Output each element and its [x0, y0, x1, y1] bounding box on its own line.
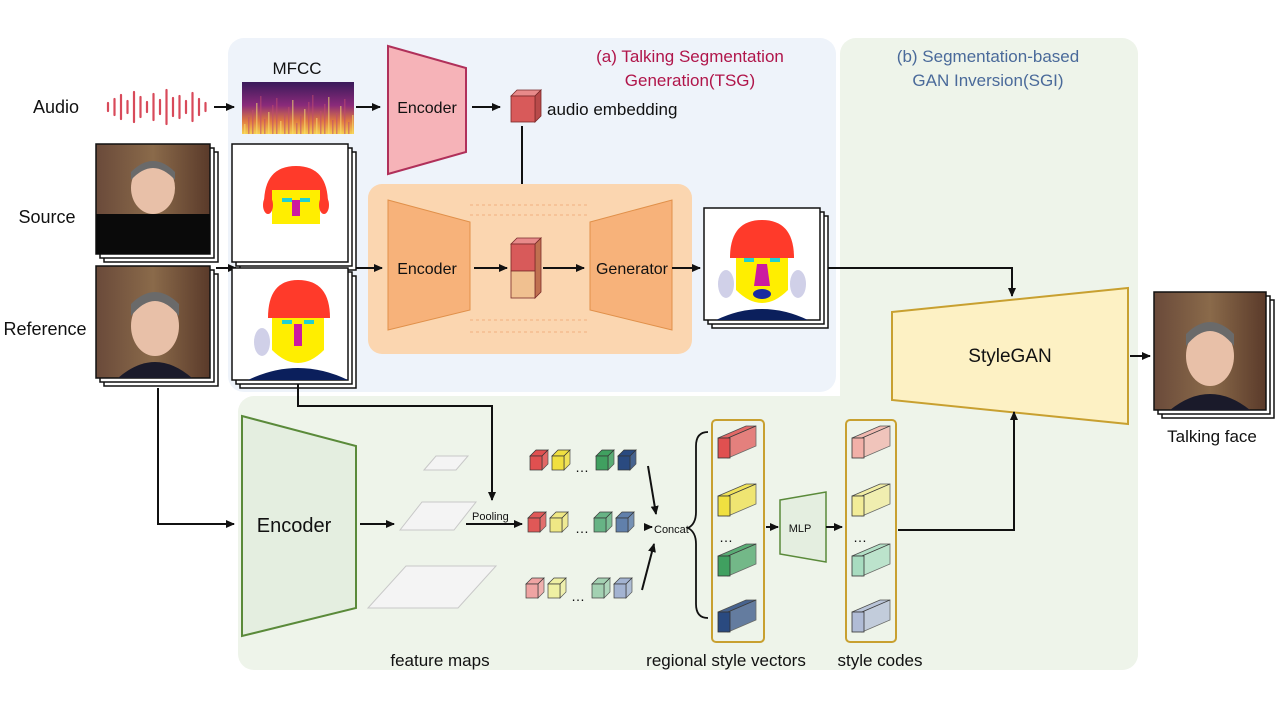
talking-face-label: Talking face — [1167, 427, 1257, 446]
regional-vector-row-3 — [525, 577, 633, 599]
regional-vector-row-2 — [527, 511, 635, 533]
reference-segmentation-stack — [231, 267, 357, 389]
audio-waveform-icon — [106, 88, 207, 126]
reference-label: Reference — [3, 319, 86, 339]
mlp-block — [779, 491, 827, 563]
generator-label: Generator — [596, 261, 669, 278]
tsg-dashed-lines — [470, 204, 590, 333]
dots-col-1: … — [719, 529, 733, 545]
audio-encoder-label: Encoder — [397, 100, 457, 117]
reference-photo-stack — [95, 265, 219, 387]
mfcc-label: MFCC — [272, 59, 321, 78]
dots-row-3: … — [571, 588, 585, 604]
regional-style-vectors-label: regional style vectors — [646, 651, 806, 670]
segmentation-encoder-label: Encoder — [397, 261, 457, 278]
arrow-codes-stylegan — [898, 411, 1018, 531]
style-codes-box — [845, 419, 897, 643]
sgi-title-line1: (b) Segmentation-based — [897, 47, 1079, 66]
audio-embedding-cube — [510, 89, 542, 123]
talking-face-stack — [1153, 291, 1275, 419]
source-segmentation-stack — [231, 143, 357, 271]
source-label: Source — [18, 207, 75, 227]
dots-row-1: … — [575, 459, 589, 475]
audio-encoder — [387, 44, 467, 176]
mlp-label: MLP — [789, 523, 812, 535]
stylegan-block — [891, 286, 1129, 426]
segmentation-encoder — [387, 199, 471, 331]
arrow-row3-concat — [641, 543, 656, 591]
mfcc-spectrogram — [242, 82, 354, 134]
style-codes-label: style codes — [837, 651, 922, 670]
audio-label: Audio — [33, 97, 79, 117]
feature-maps — [366, 455, 498, 609]
audio-embedding-label: audio embedding — [547, 100, 677, 119]
style-codes — [851, 425, 891, 633]
arrow-reference-encoder — [157, 388, 235, 528]
generated-segmentation-stack — [703, 207, 829, 329]
sgi-title-line2: GAN Inversion(SGI) — [912, 71, 1063, 90]
source-photo-stack — [95, 143, 219, 263]
dots-row-2: … — [575, 520, 589, 536]
dots-col-2: … — [853, 529, 867, 545]
style-encoder — [241, 414, 357, 638]
tsg-title-line1: (a) Talking Segmentation — [596, 47, 784, 66]
concat-brace — [685, 431, 709, 619]
arrow-seg-pooling — [297, 384, 496, 501]
arrow-row1-concat — [647, 465, 659, 515]
regional-style-vectors-box — [711, 419, 765, 643]
concat-label: Concat — [654, 524, 689, 536]
feature-maps-label: feature maps — [390, 651, 489, 670]
stylegan-label: StyleGAN — [968, 346, 1051, 367]
pooling-label: Pooling — [472, 511, 509, 523]
tsg-title-line2: Generation(TSG) — [625, 71, 755, 90]
arrow-seg-stylegan — [828, 267, 1016, 297]
regional-vector-row-1 — [529, 449, 637, 471]
style-encoder-label: Encoder — [257, 515, 332, 537]
fused-feature-cube — [510, 237, 542, 299]
generator — [589, 199, 673, 331]
regional-style-vectors — [717, 425, 757, 633]
